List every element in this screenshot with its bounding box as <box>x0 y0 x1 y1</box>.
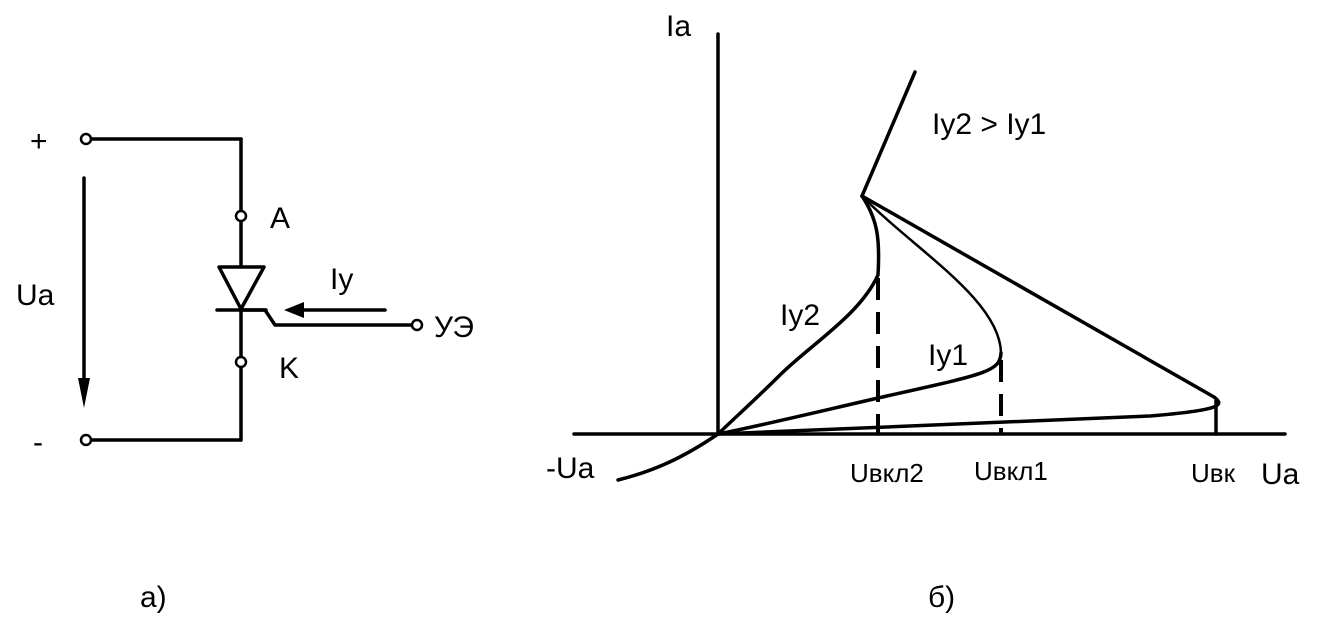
anode-label: A <box>270 202 290 235</box>
neg-x-label: -Ua <box>546 452 595 485</box>
x-axis-label: Ua <box>1261 458 1300 491</box>
minus-label: - <box>33 426 43 459</box>
curve-iy1-label: Iy1 <box>928 339 968 372</box>
voltage-arrowhead <box>78 378 90 408</box>
curve-iy0-lower <box>716 395 1221 436</box>
thyristor-triangle <box>217 265 266 311</box>
tick-label-uvkl2: Uвкл2 <box>850 458 924 488</box>
y-axis-label: Ia <box>666 10 691 43</box>
circuit-diagram: + - Ua A K Iy УЭ а) <box>16 125 474 614</box>
control-terminal-label: УЭ <box>434 311 474 344</box>
gate-wire <box>239 308 417 327</box>
cathode-label: K <box>279 352 299 385</box>
control-current-arrowhead <box>284 302 304 318</box>
curve-iy0-upper <box>860 194 1216 399</box>
voltage-label: Ua <box>16 279 55 312</box>
plus-terminal <box>79 132 93 146</box>
relation-label: Iy2 > Iy1 <box>932 108 1046 141</box>
curve-iy2-label: Iy2 <box>780 299 820 332</box>
reverse-branch <box>616 432 720 482</box>
control-terminal <box>410 318 424 332</box>
curve-iy1-upper <box>861 195 1003 354</box>
anode-terminal <box>234 209 248 223</box>
on-state-line <box>860 70 917 198</box>
plus-label: + <box>30 125 48 158</box>
caption-a: а) <box>140 581 167 614</box>
iv-characteristic: Ia Ua -Ua Iy2 > Iy1 Iy2 Iy1 Uвкл2 Uвкл1 … <box>546 10 1300 614</box>
tick-label-uvkl1: Uвкл1 <box>974 456 1048 486</box>
minus-terminal <box>79 433 93 447</box>
curve-iy2 <box>716 194 881 436</box>
caption-b: б) <box>928 581 955 614</box>
control-current-label: Iy <box>330 263 353 296</box>
cathode-terminal <box>234 355 248 369</box>
tick-label-uvk: Uвк <box>1191 458 1236 488</box>
